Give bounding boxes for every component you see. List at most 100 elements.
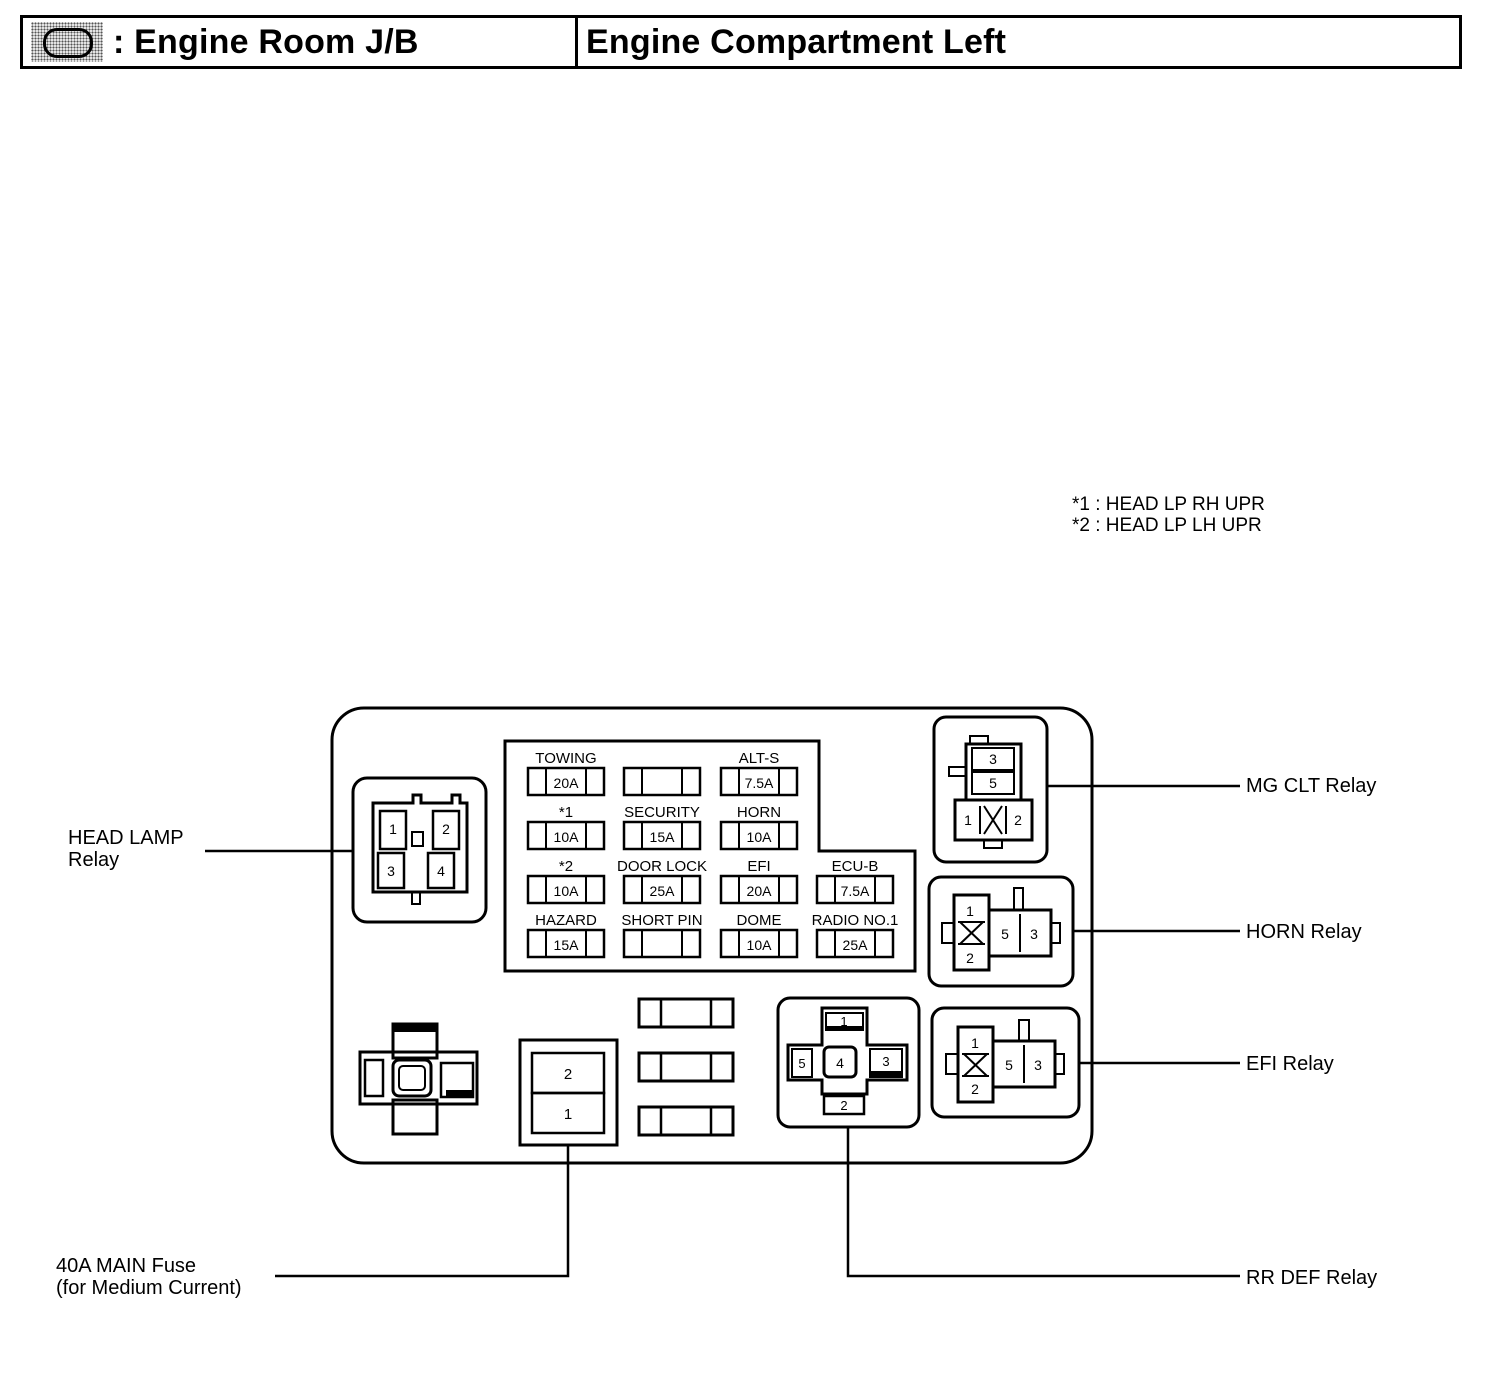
mg-clt-pin-3: 3 [989,751,997,767]
fuse-panel [503,739,917,973]
horn-relay-pin-2: 2 [966,950,974,966]
fuse-short-pin: SHORT PIN [621,912,703,959]
fuse-blank [622,766,702,797]
main-fuse-label-line2: (for Medium Current) [56,1277,242,1299]
head-lamp-pin-2: 2 [442,821,450,837]
fuse-body [719,820,799,851]
fuse-rating: 25A [650,883,676,899]
fuse-rating: 20A [554,775,580,791]
horn-relay-pin-1: 1 [966,903,974,919]
fuse-radio-no1: RADIO NO.1 25A [812,912,899,959]
fuse-dome: DOME 10A [719,912,799,959]
fuse-body [622,874,702,905]
cross-relay-socket [358,1022,479,1136]
fuse-label: EFI [747,858,770,875]
main-fuse-40a: 2 1 [518,1038,619,1147]
leader-lines [205,784,1240,1278]
fuse-body [815,928,895,959]
rr-def-pin-2: 2 [840,1098,847,1113]
fuse-alt-s: ALT-S 7.5A [719,750,799,797]
fuse-door-lock: DOOR LOCK 25A [617,858,707,905]
fuse-body [719,928,799,959]
head-lamp-pin-4: 4 [437,863,445,879]
fuse-body [526,928,606,959]
efi-relay-pin-5: 5 [1005,1057,1013,1073]
fuse-body [622,820,702,851]
head-lamp-pin-1: 1 [389,821,397,837]
header-location: Engine Compartment Left [586,22,1007,61]
fuse-body [526,820,606,851]
fuse-label: *2 [559,858,573,875]
mg-clt-relay: 3 5 1 2 [932,715,1049,864]
fuse-body [526,766,606,797]
junction-block-housing [330,706,1094,1165]
spare-fuse-slots [637,997,735,1137]
fuse-label: HORN [737,804,781,821]
fuse-label: TOWING [535,750,596,767]
efi-relay: 1 2 5 3 [930,1006,1081,1119]
mg-clt-pin-5: 5 [989,775,997,791]
head-lamp-relay-label-line2: Relay [68,849,119,871]
fuse-label: ECU-B [832,858,879,875]
fuse-hazard: HAZARD 15A [526,912,606,959]
fuse-label: SECURITY [624,804,700,821]
mg-clt-pin-2: 2 [1014,812,1022,828]
fuse-rating: 10A [554,883,580,899]
horn-relay-pin-5: 5 [1001,926,1009,942]
fuse-rating: 7.5A [841,883,870,899]
fuse-rating: 15A [554,937,580,953]
fuse-rating: 7.5A [745,775,774,791]
fuse-label: DOME [737,912,782,929]
fuse-label: HAZARD [535,912,597,929]
fuse-towing: TOWING 20A [526,750,606,797]
fuse-star2: *2 10A [526,858,606,905]
note-2: *2 : HEAD LP LH UPR [1072,515,1262,536]
main-fuse-label-line1: 40A MAIN Fuse [56,1255,196,1277]
fuse-horn: HORN 10A [719,804,799,851]
fuse-body [526,874,606,905]
head-lamp-relay-label-line1: HEAD LAMP [68,827,184,849]
head-lamp-pin-3: 3 [387,863,395,879]
fuse-rating: 10A [747,937,773,953]
fuse-body [815,874,895,905]
rr-def-pin-4: 4 [836,1055,844,1071]
note-1: *1 : HEAD LP RH UPR [1072,494,1265,515]
header-location-cell: Engine Compartment Left [578,18,1459,66]
head-lamp-relay: 1 2 3 4 [351,776,488,924]
diagram-header: : Engine Room J/B Engine Compartment Lef… [20,15,1462,69]
fuse-body [719,766,799,797]
header-title-cell: : Engine Room J/B [23,18,578,66]
rr-def-pin-3: 3 [882,1054,889,1069]
main-fuse-pin-2: 2 [564,1066,572,1083]
fuse-label: ALT-S [739,750,780,767]
fuse-label: DOOR LOCK [617,858,707,875]
efi-relay-pin-3: 3 [1034,1057,1042,1073]
rr-def-pin-5: 5 [798,1056,805,1071]
mg-clt-pin-1: 1 [964,812,972,828]
horn-relay-pin-3: 3 [1030,926,1038,942]
fuse-label: SHORT PIN [621,912,702,929]
header-title: : Engine Room J/B [113,22,419,61]
fuse-body [622,928,702,959]
fuse-body [622,766,702,797]
rr-def-relay: 1 5 4 3 2 [776,996,921,1129]
fuse-label: RADIO NO.1 [812,912,899,929]
horn-relay-label: HORN Relay [1246,921,1362,943]
rr-def-relay-label: RR DEF Relay [1246,1267,1377,1289]
efi-relay-label: EFI Relay [1246,1053,1334,1075]
fuse-grid: TOWING20AALT-S7.5A*110ASECURITY15AHORN10… [526,750,899,959]
efi-relay-pin-2: 2 [971,1081,979,1097]
main-fuse-pin-1: 1 [564,1106,572,1123]
fuse-rating: 25A [843,937,869,953]
fuse-rating: 10A [554,829,580,845]
oval-connector-icon [31,22,103,62]
mg-clt-relay-label: MG CLT Relay [1246,775,1376,797]
fuse-rating: 10A [747,829,773,845]
efi-relay-pin-1: 1 [971,1035,979,1051]
horn-relay: 1 2 5 3 [927,875,1075,988]
fuse-rating: 20A [747,883,773,899]
rr-def-pin-1: 1 [840,1014,847,1029]
